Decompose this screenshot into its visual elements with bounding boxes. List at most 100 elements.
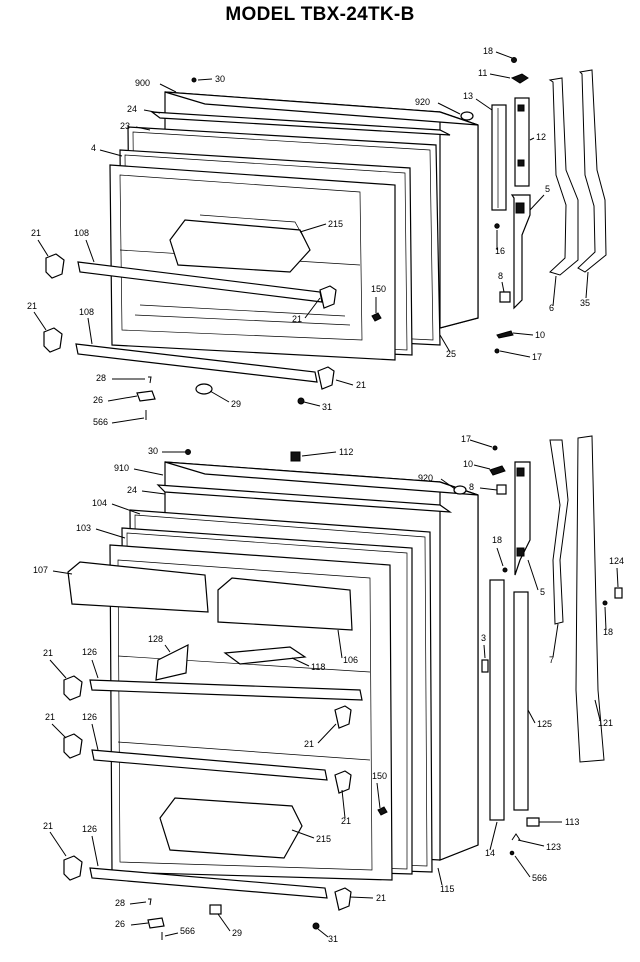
diagram-title: MODEL TBX-24TK-B bbox=[225, 4, 415, 25]
freezer-cabinet bbox=[43, 57, 607, 420]
part-label-3: 3 bbox=[481, 633, 486, 643]
leader-line-l112 bbox=[301, 451, 337, 457]
part-label-21: 21 bbox=[356, 380, 366, 390]
leader-line-l4 bbox=[99, 149, 123, 157]
leader-line-l17b bbox=[469, 439, 493, 448]
leader-line-l107 bbox=[52, 570, 73, 575]
leader-line-l124 bbox=[616, 567, 619, 588]
leader-lines bbox=[33, 51, 619, 938]
leader-line-l18a bbox=[495, 51, 513, 59]
part-label-8: 8 bbox=[469, 482, 474, 492]
part-label-900: 900 bbox=[135, 78, 150, 88]
leader-line-l128 bbox=[164, 644, 171, 653]
part-label-21: 21 bbox=[43, 821, 53, 831]
part-label-17: 17 bbox=[461, 434, 471, 444]
part-label-17: 17 bbox=[532, 352, 542, 362]
leader-line-l108b bbox=[87, 317, 93, 345]
leader-line-l21f bbox=[51, 723, 67, 739]
part-label-125: 125 bbox=[537, 719, 552, 729]
part-label-126: 126 bbox=[82, 647, 97, 657]
leader-line-l106 bbox=[337, 629, 343, 659]
part-label-24: 24 bbox=[127, 485, 137, 495]
leader-line-l108a bbox=[85, 239, 95, 263]
part-label-920: 920 bbox=[415, 97, 430, 107]
leader-line-l28b bbox=[129, 901, 147, 905]
leader-line-l8a bbox=[501, 281, 505, 293]
leader-line-l21g bbox=[317, 723, 337, 744]
part-label-107: 107 bbox=[33, 565, 48, 575]
part-label-30: 30 bbox=[148, 446, 158, 456]
part-label-113: 113 bbox=[565, 817, 579, 827]
part-label-123: 123 bbox=[546, 842, 561, 852]
leader-line-l11 bbox=[489, 73, 511, 79]
part-label-31: 31 bbox=[322, 402, 332, 412]
leader-line-l6 bbox=[552, 275, 557, 307]
leader-line-l21b bbox=[304, 297, 321, 319]
part-label-18: 18 bbox=[603, 627, 613, 637]
leader-line-l12 bbox=[529, 137, 535, 141]
part-label-8: 8 bbox=[498, 271, 503, 281]
part-label-21: 21 bbox=[45, 712, 55, 722]
leader-line-l10a bbox=[512, 332, 534, 336]
part-label-21: 21 bbox=[292, 314, 302, 324]
leader-line-l21i bbox=[49, 831, 67, 857]
part-label-103: 103 bbox=[76, 523, 91, 533]
part-label-25: 25 bbox=[446, 349, 456, 359]
part-label-10: 10 bbox=[463, 459, 473, 469]
part-label-118: 118 bbox=[311, 662, 325, 672]
leader-line-l5b bbox=[527, 559, 539, 591]
part-label-126: 126 bbox=[82, 712, 97, 722]
leader-line-l126a bbox=[91, 659, 99, 679]
leader-line-l125 bbox=[527, 709, 536, 724]
leader-line-l566b bbox=[514, 855, 531, 878]
leader-line-l3 bbox=[483, 644, 486, 659]
part-label-13: 13 bbox=[463, 91, 473, 101]
part-label-21: 21 bbox=[304, 739, 314, 749]
part-label-21: 21 bbox=[376, 893, 386, 903]
leader-line-l126c bbox=[91, 835, 99, 867]
part-label-6: 6 bbox=[549, 303, 554, 313]
leader-line-l126b bbox=[91, 723, 99, 751]
leader-line-l7 bbox=[552, 623, 559, 658]
leader-line-l104 bbox=[111, 503, 141, 515]
leader-line-l21e bbox=[49, 659, 67, 679]
part-label-115: 115 bbox=[440, 884, 454, 894]
part-label-4: 4 bbox=[91, 143, 96, 153]
fresh-food-cabinet bbox=[63, 435, 623, 940]
part-label-16: 16 bbox=[495, 246, 505, 256]
leader-line-l103 bbox=[95, 528, 126, 539]
part-label-910: 910 bbox=[114, 463, 129, 473]
part-label-35: 35 bbox=[580, 298, 590, 308]
leader-line-l14 bbox=[489, 821, 498, 851]
leader-line-l23 bbox=[135, 126, 151, 131]
leader-line-l118 bbox=[291, 657, 310, 667]
part-label-21: 21 bbox=[27, 301, 37, 311]
leader-line-l123 bbox=[517, 839, 545, 847]
leader-line-l920b bbox=[440, 478, 456, 490]
leader-line-l17a bbox=[499, 350, 531, 358]
part-label-18: 18 bbox=[483, 46, 493, 56]
leader-line-l31a bbox=[303, 401, 321, 407]
leader-line-l18b bbox=[496, 547, 504, 567]
part-label-215: 215 bbox=[328, 219, 343, 229]
part-label-11: 11 bbox=[478, 68, 487, 78]
leader-line-l35 bbox=[585, 271, 589, 299]
leader-line-l21j bbox=[349, 896, 374, 899]
leader-line-l920a bbox=[437, 102, 461, 115]
leader-line-l26b bbox=[130, 922, 149, 926]
leader-line-l115 bbox=[437, 867, 443, 886]
part-label-30: 30 bbox=[215, 74, 225, 84]
leader-line-l31b bbox=[317, 928, 329, 938]
part-label-21: 21 bbox=[341, 816, 351, 826]
leader-line-l29b bbox=[217, 913, 231, 932]
leader-line-l18c bbox=[604, 606, 607, 631]
part-label-150: 150 bbox=[371, 284, 386, 294]
leader-line-l30a bbox=[197, 78, 213, 81]
leader-line-l566c bbox=[164, 932, 179, 937]
part-label-920: 920 bbox=[418, 473, 433, 483]
leader-line-l13 bbox=[475, 98, 493, 111]
part-label-14: 14 bbox=[485, 848, 495, 858]
leader-line-l21d bbox=[335, 379, 354, 386]
part-label-566: 566 bbox=[532, 873, 547, 883]
